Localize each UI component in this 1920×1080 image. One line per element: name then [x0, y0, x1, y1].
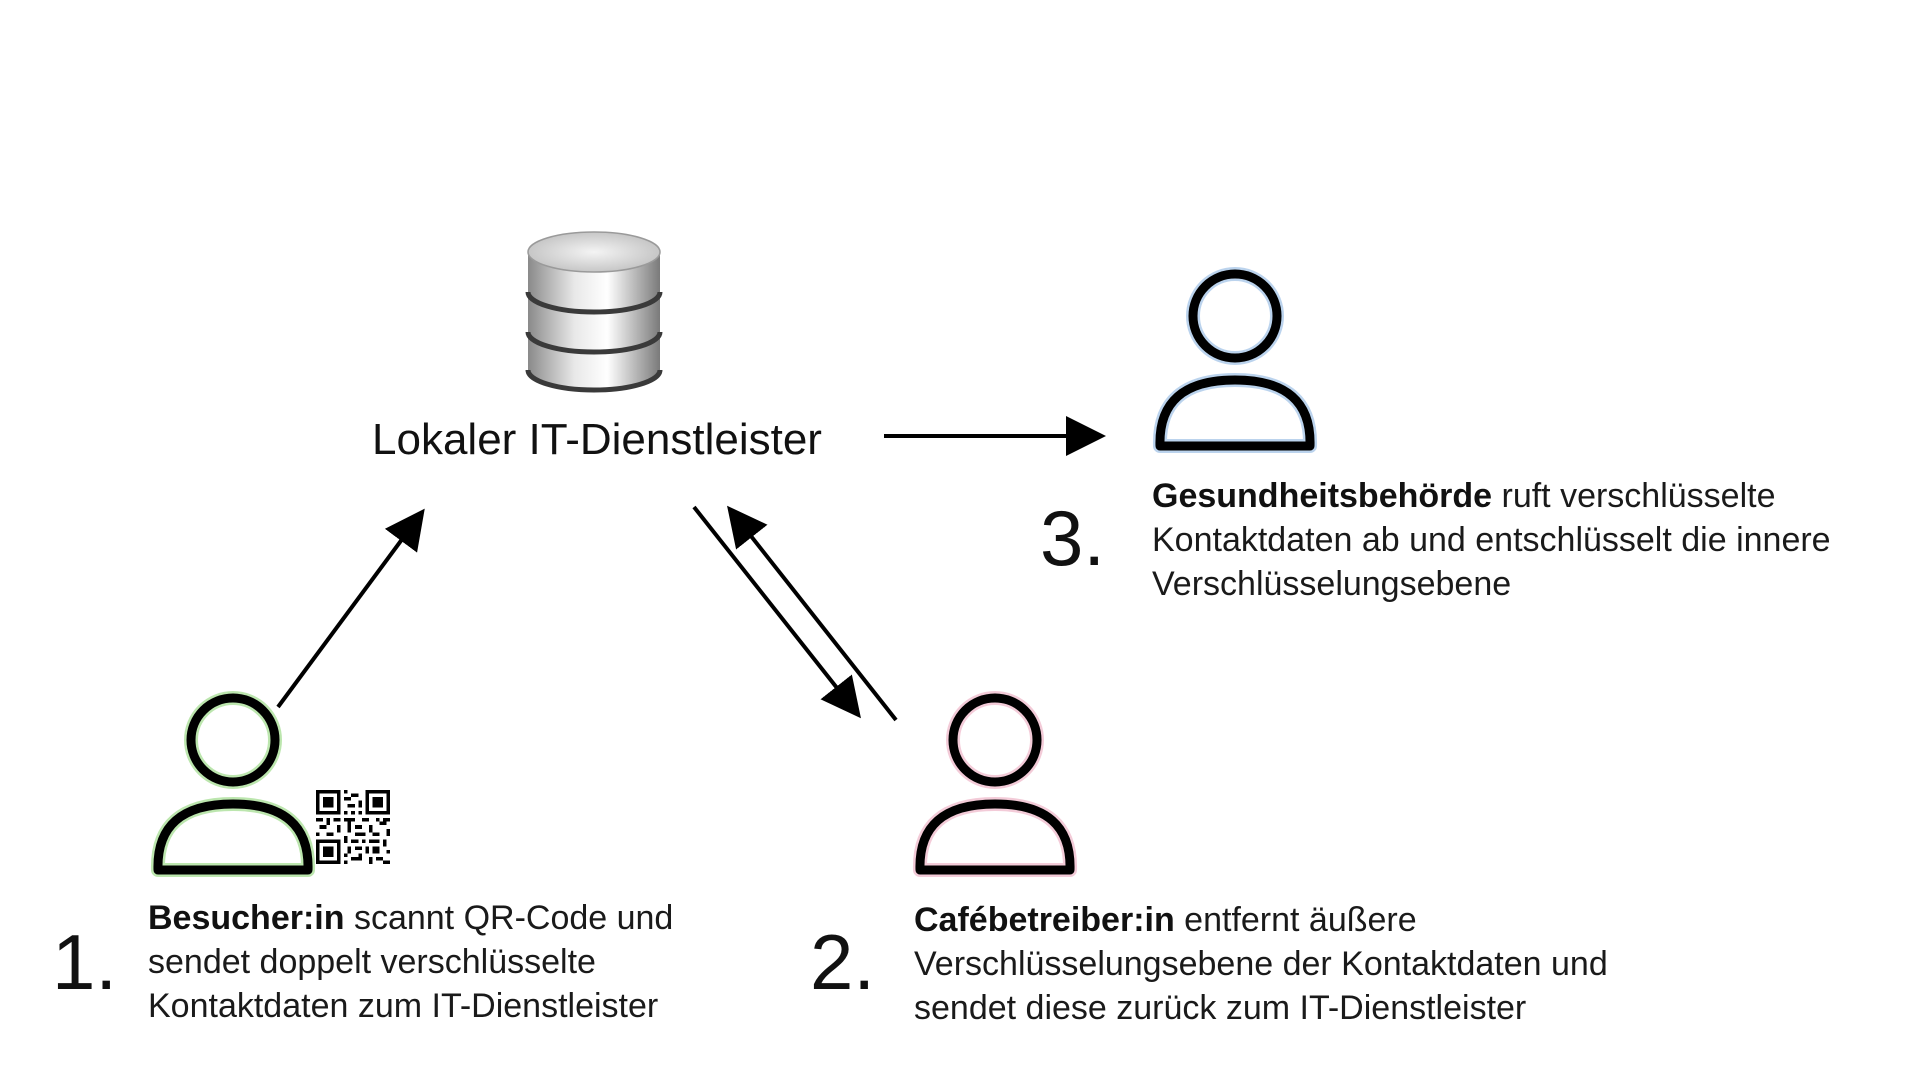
- step-text-line: entfernt äußere: [1174, 901, 1417, 939]
- step-description: Cafébetreiber:in entfernt äußere Verschl…: [914, 898, 1608, 1030]
- person-icon: [1152, 267, 1318, 453]
- step-description: Gesundheitsbehörde ruft verschlüsselte K…: [1152, 474, 1831, 606]
- step-number: 3.: [1040, 494, 1106, 582]
- step-description: Besucher:in scannt QR-Code und sendet do…: [148, 896, 673, 1028]
- qr-code-icon: [316, 790, 390, 864]
- step-text-line: sendet doppelt verschlüsselte: [148, 943, 596, 981]
- arrow-visitor-to-server: [276, 508, 425, 709]
- arrow-cafe-to-server: [727, 505, 898, 722]
- step-text-line: Kontaktdaten zum IT-Dienstleister: [148, 987, 659, 1025]
- step-number: 2.: [810, 918, 876, 1006]
- step-text-line: Verschlüsselungsebene: [1152, 565, 1512, 603]
- step-text-line: sendet diese zurück zum IT-Dienstleister: [914, 989, 1527, 1027]
- person-icon: [150, 691, 316, 877]
- actor-name: Besucher:in: [148, 899, 345, 937]
- actor-name: Gesundheitsbehörde: [1152, 477, 1493, 515]
- arrow-server-to-cafe: [692, 505, 861, 719]
- step-text-line: ruft verschlüsselte: [1492, 477, 1776, 515]
- person-icon: [912, 691, 1078, 877]
- actor-name: Cafébetreiber:in: [914, 901, 1175, 939]
- step-text-line: Kontaktdaten ab und entschlüsselt die in…: [1152, 521, 1831, 559]
- step-text-line: scannt QR-Code und: [344, 899, 674, 937]
- step-number: 1.: [52, 918, 118, 1006]
- step-text-line: Verschlüsselungsebene der Kontaktdaten u…: [914, 945, 1608, 983]
- server-label: Lokaler IT-Dienstleister: [372, 415, 822, 464]
- database-icon: [525, 231, 663, 393]
